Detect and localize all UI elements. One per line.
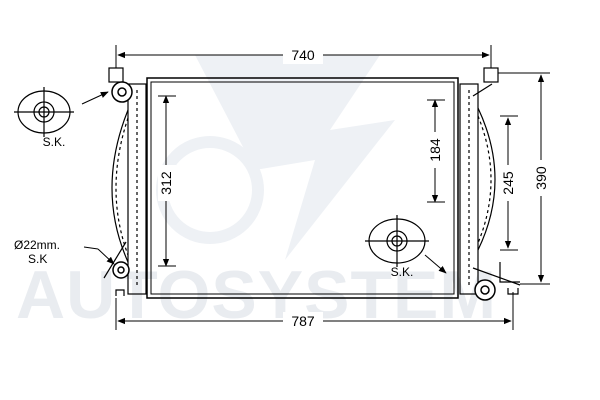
left-tank — [111, 83, 147, 295]
upper-left-pipe-icon — [111, 81, 133, 103]
lower-right-pipe-icon — [474, 279, 496, 301]
sk-symbol-top-left — [14, 87, 74, 137]
lower-left-pipe-icon — [112, 261, 130, 279]
label-sk-top-left: S.K. — [43, 135, 66, 149]
pipe-connections — [111, 81, 496, 301]
dim-inner-right-height: 184 — [427, 138, 443, 162]
dim-top-width: 740 — [291, 47, 315, 63]
sk-symbol-right — [365, 215, 429, 267]
radiator-core — [146, 77, 459, 299]
leader-arrows — [81, 91, 447, 274]
dim-overall-height: 390 — [533, 166, 549, 190]
label-sk-right: S.K. — [391, 265, 414, 279]
dim-tank-height: 245 — [500, 171, 516, 195]
dim-left-height: 312 — [158, 171, 174, 195]
right-tank — [459, 83, 521, 295]
label-pipe-diameter: Ø22mm. — [14, 238, 60, 252]
watermark-text: AUTOSYSTEM — [16, 257, 497, 333]
dim-bottom-width: 787 — [291, 313, 315, 329]
label-sk-bottom-left: S.K — [28, 252, 47, 266]
watermark: AUTOSYSTEM — [16, 55, 497, 333]
